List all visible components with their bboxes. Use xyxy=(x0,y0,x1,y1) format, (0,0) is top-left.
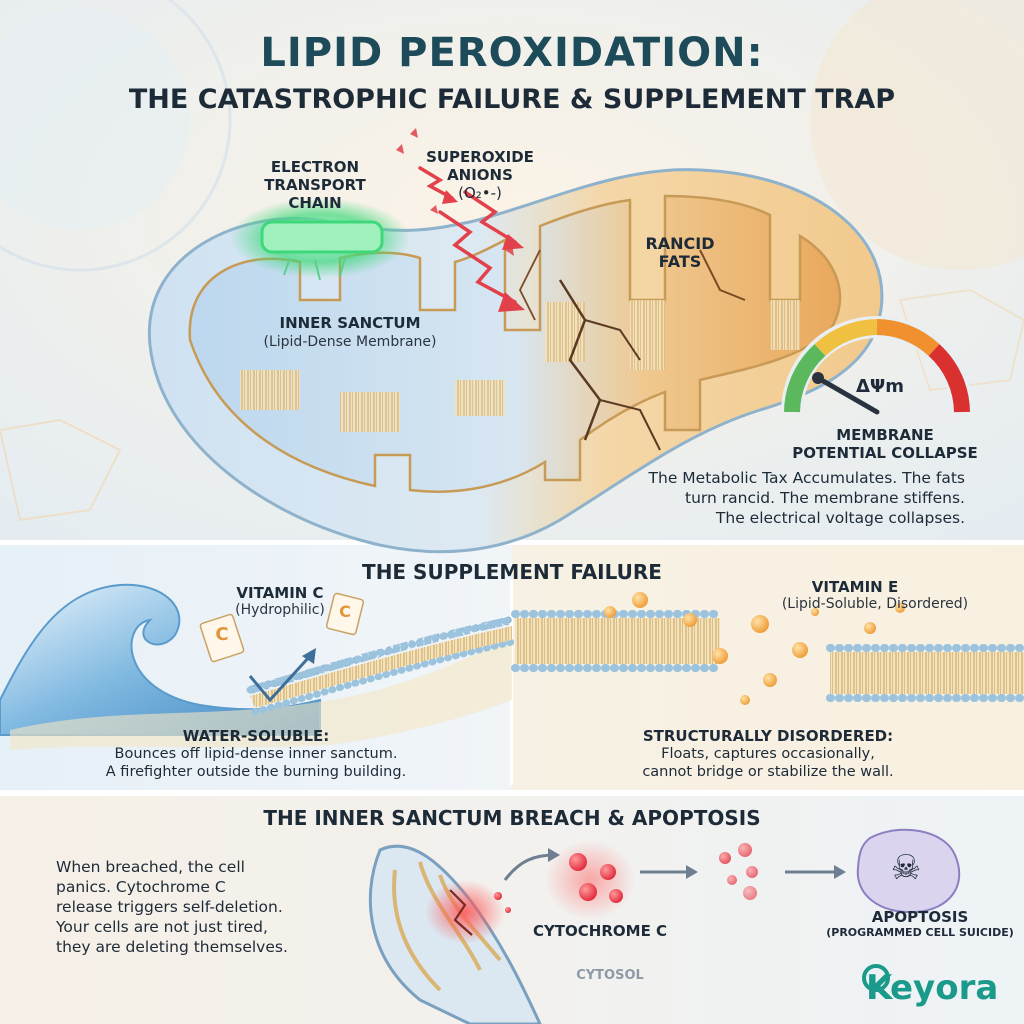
disordered-text: Floats, captures occasionally, cannot br… xyxy=(642,746,894,780)
membrane-potential-gauge xyxy=(781,316,973,415)
rancid-fats-label: RANCID FATS xyxy=(645,234,715,271)
page-title: LIPID PEROXIDATION: xyxy=(260,30,764,76)
brand-name: eyora xyxy=(890,968,999,1008)
vitamin-c-label: VITAMIN C xyxy=(236,584,324,602)
brand-initial: K xyxy=(866,968,893,1008)
vitamin-e-sub: (Lipid-Soluble, Disordered) xyxy=(781,596,969,612)
etc-label: ELECTRON TRANSPORT CHAIN xyxy=(264,158,366,212)
breached-mitochondrion xyxy=(368,844,542,1024)
delta-psi-symbol: ΔΨm xyxy=(856,376,904,397)
vitamin-c-packet-icon: C xyxy=(339,602,351,621)
superoxide-label: SUPEROXIDE ANIONS (O₂•-) xyxy=(426,148,534,202)
cytochrome-c-molecules xyxy=(545,840,635,920)
page-subtitle: THE CATASTROPHIC FAILURE & SUPPLEMENT TR… xyxy=(128,84,896,115)
superoxide-arrows xyxy=(418,166,517,304)
cytochrome-c-label: CYTOCHROME C xyxy=(532,922,668,940)
dispersing-cytochrome xyxy=(719,843,758,900)
vitamin-c-sub: (Hydrophilic) xyxy=(235,602,325,618)
disordered-heading: STRUCTURALLY DISORDERED: xyxy=(642,727,894,745)
apoptosis-label: APOPTOSIS xyxy=(871,908,969,926)
cytosol-label: CYTOSOL xyxy=(576,968,644,983)
apoptosis-sub: (PROGRAMMED CELL SUICIDE) xyxy=(826,926,1014,939)
electron-transport-chain-glow xyxy=(230,198,410,281)
skull-icon: ☠ xyxy=(890,848,922,888)
vitamin-e-label: VITAMIN E xyxy=(811,578,899,596)
breach-text: When breached, the cell panics. Cytochro… xyxy=(56,858,288,956)
top-description: The Metabolic Tax Accumulates. The fats … xyxy=(648,469,965,527)
vitamin-e-membrane-scene xyxy=(511,592,1024,705)
water-soluble-text: Bounces off lipid-dense inner sanctum. A… xyxy=(105,746,407,780)
water-soluble-heading: WATER-SOLUBLE: xyxy=(182,727,330,745)
key-ring-icon xyxy=(862,964,890,992)
membrane-potential-label: MEMBRANE POTENTIAL COLLAPSE xyxy=(792,426,978,462)
vitamin-c-packet-icon: C xyxy=(215,624,229,645)
brand-logo: K eyora xyxy=(852,964,1012,1012)
vitamin-c-wave-scene xyxy=(0,583,516,750)
inner-sanctum-label: INNER SANCTUM xyxy=(279,314,421,332)
inner-sanctum-sub: (Lipid-Dense Membrane) xyxy=(263,334,437,350)
apoptotic-cell xyxy=(856,828,961,914)
breach-heading: THE INNER SANCTUM BREACH & APOPTOSIS xyxy=(263,806,761,830)
supplement-heading: THE SUPPLEMENT FAILURE xyxy=(362,560,662,584)
